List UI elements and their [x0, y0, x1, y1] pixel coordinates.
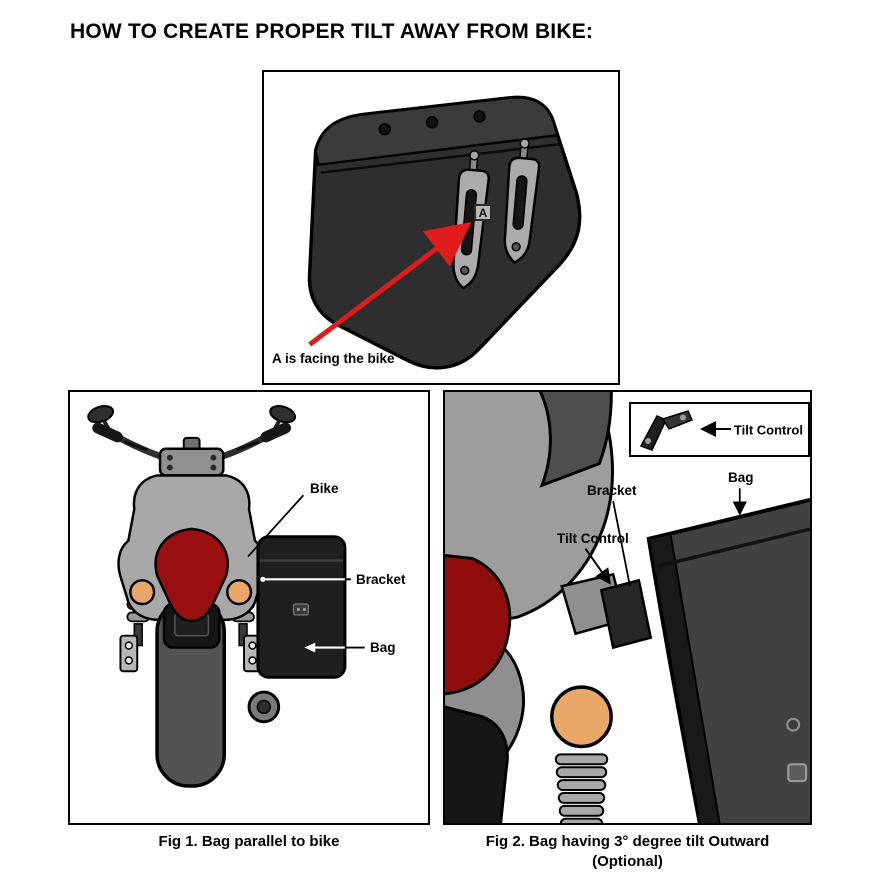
- bracket-leader-line: [612, 500, 631, 587]
- marker-a: A: [474, 204, 492, 221]
- page-title: HOW TO CREATE PROPER TILT AWAY FROM BIKE…: [70, 20, 594, 43]
- red-arrow: [308, 222, 472, 347]
- clamp-bolt: [210, 454, 217, 461]
- tilt-control-bracket: [599, 578, 653, 650]
- grip-right: [260, 422, 292, 443]
- tilt-control-leader-arrow: [584, 548, 611, 585]
- label-bracket: Bracket: [356, 572, 406, 587]
- label-tilt-control: Tilt Control: [557, 531, 629, 546]
- saddlebag-lid: [314, 96, 560, 167]
- rivet: [378, 123, 391, 136]
- exhaust-tip: [256, 699, 272, 715]
- label-bag: Bag: [370, 640, 396, 655]
- top-clamp: [158, 447, 225, 477]
- fender-panel-dark: [538, 392, 613, 488]
- fig2-caption-line1: Fig 2. Bag having 3° degree tilt Outward: [485, 833, 770, 850]
- saddlebag-illustration: [307, 95, 582, 370]
- clamp-bolt: [166, 464, 173, 471]
- saddlebag-panel: A A is facing the bike: [262, 70, 620, 385]
- fig2-panel: Tilt Control Bracket Bag Tilt Control: [443, 390, 812, 825]
- turn-signal-right: [226, 579, 253, 606]
- lever-right: [235, 440, 260, 452]
- turn-signal-left: [129, 579, 156, 606]
- bag-fitting-ring: [786, 717, 801, 732]
- tilt-control-inset: Tilt Control: [629, 402, 810, 457]
- saddlebag-latch: [292, 603, 310, 616]
- tilt-control-icon-graphic: [639, 410, 731, 451]
- label-bike: Bike: [310, 481, 339, 496]
- mirror-right: [269, 405, 297, 424]
- inset-label-tilt-control: Tilt Control: [733, 422, 803, 437]
- tilt-control-bracket-icon: [639, 410, 694, 451]
- support-bracket-left: [119, 634, 139, 673]
- seat: [154, 527, 229, 623]
- rivet: [425, 116, 439, 129]
- clamp-bolt: [166, 454, 173, 461]
- grip-left: [92, 422, 123, 443]
- clamp-bolt: [210, 464, 217, 471]
- bag-leader-arrowhead: [304, 642, 316, 653]
- tilt-closeup-illustration: [445, 392, 810, 823]
- marker-a-caption: A is facing the bike: [272, 351, 395, 366]
- mirror-left: [87, 405, 115, 424]
- latch-dot: [296, 607, 301, 612]
- shock-spring: [554, 753, 609, 823]
- fig1-caption: Fig 1. Bag parallel to bike: [158, 833, 340, 850]
- bag-fitting-square: [787, 763, 808, 783]
- latch-dot: [302, 607, 306, 612]
- label-bracket: Bracket: [587, 483, 637, 498]
- bike-leader-line: [247, 494, 305, 558]
- bag-edge-band: [647, 532, 721, 823]
- mount-bracket-right: [503, 138, 541, 265]
- fender-bottom-black: [445, 705, 509, 823]
- motorcycle-rear-illustration: [87, 405, 365, 788]
- fig2-caption: Fig 2. Bag having 3° degree tilt Outward…: [443, 832, 812, 873]
- bag-lid-seam: [656, 527, 810, 569]
- turn-signal: [550, 685, 613, 749]
- seat-closeup: [445, 553, 512, 696]
- label-bag: Bag: [728, 470, 754, 485]
- fig2-caption-line2: (Optional): [592, 853, 663, 871]
- fig1-panel: Bike Bracket Bag: [68, 390, 430, 825]
- rivet: [473, 110, 486, 123]
- lever-left: [123, 440, 148, 452]
